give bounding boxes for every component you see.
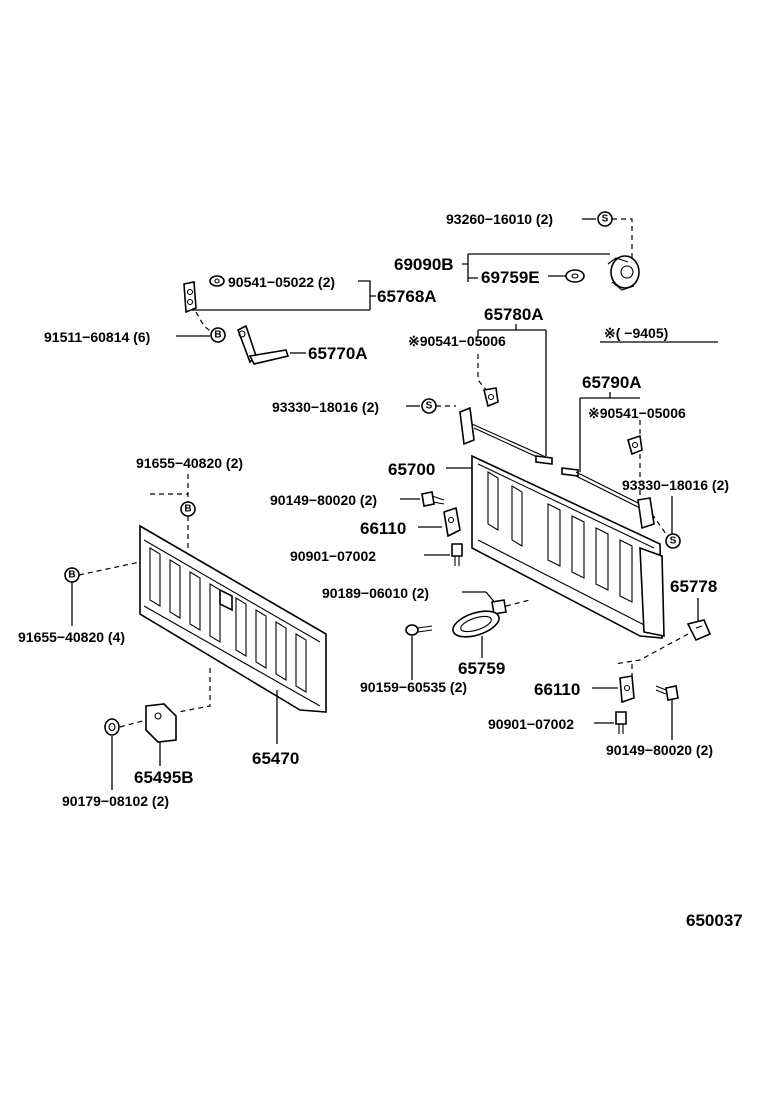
dashed-leader-90189 <box>505 599 531 607</box>
label-90541-05006-b: ※90541−05006 <box>588 405 686 421</box>
dashed-leader-65495B <box>177 668 211 713</box>
label-90541-05006-a: ※90541−05006 <box>408 333 506 349</box>
label-69090B: 69090B <box>394 255 454 274</box>
label-90901-07002-a: 90901−07002 <box>290 548 376 564</box>
hinge-fasteners-upper: 90149−80020 (2) 66110 90901−07002 <box>270 491 463 566</box>
label-91511-60814: 91511−60814 (6) <box>44 329 150 345</box>
s-marker-b-icon <box>665 533 681 549</box>
dashed-leader-90179 <box>119 719 147 728</box>
clip-90189-icon <box>491 599 507 615</box>
nut-90179-icon <box>104 718 120 736</box>
bezel-65759-icon <box>452 610 500 638</box>
tailgate-edges <box>477 463 655 631</box>
label-65759: 65759 <box>458 659 505 678</box>
label-65790A: 65790A <box>582 373 642 392</box>
label-69759E: 69759E <box>481 268 540 287</box>
b-marker-text: B <box>214 330 221 341</box>
washer-69759E-icon <box>565 269 585 283</box>
lock-assembly-icon <box>607 255 640 291</box>
bracket-65780A <box>478 324 547 456</box>
lock-group: 93260−16010 (2) S 69090B 69759E <box>394 211 640 291</box>
note-9405: ※( −9405) <box>604 325 668 341</box>
label-90149-80020-a: 90149−80020 (2) <box>270 492 377 508</box>
label-90149-80020-b: 90149−80020 (2) <box>606 742 713 758</box>
label-66110-a: 66110 <box>360 519 406 538</box>
s-marker-a-text: S <box>426 401 433 412</box>
tailgate-ribs <box>487 471 633 603</box>
b-marker-left-text: B <box>68 570 75 581</box>
label-65778: 65778 <box>670 577 717 596</box>
label-65780A: 65780A <box>484 305 544 324</box>
bracket-69090B <box>462 253 610 282</box>
bracket-65495B-icon <box>145 703 177 743</box>
label-90541-05022: 90541−05022 (2) <box>228 274 335 290</box>
label-65768A: 65768A <box>377 287 437 306</box>
dashed-leader-93330-b <box>651 513 667 535</box>
b-marker-icon <box>210 327 226 343</box>
bolt-90149-b-icon <box>655 685 679 701</box>
label-66110-b: 66110 <box>534 680 580 699</box>
bracket-65778-icon <box>686 619 712 642</box>
link-group: 90541−05022 (2) 65768A 91511−60814 (6) B… <box>44 274 437 365</box>
bolt-90901-b-icon <box>615 711 627 734</box>
rod-65770A-icon <box>236 324 290 365</box>
dashed-leader-91655-left <box>78 561 141 576</box>
screw-90159-icon <box>405 624 433 636</box>
label-65470: 65470 <box>252 749 299 768</box>
label-90179-08102: 90179−08102 (2) <box>62 793 169 809</box>
cable-group: 65780A ※90541−05006 ※( −9405) 93330−1801… <box>272 305 729 549</box>
bracket-65495B-group: 65495B 90179−08102 (2) <box>62 668 211 809</box>
label-93260-16010: 93260−16010 (2) <box>446 211 553 227</box>
label-65495B: 65495B <box>134 768 194 787</box>
label-91655-40820-top: 91655−40820 (2) <box>136 455 243 471</box>
label-90901-07002-b: 90901−07002 <box>488 716 574 732</box>
s-marker-b-text: S <box>670 536 677 547</box>
label-65770A: 65770A <box>308 344 368 363</box>
catalog-number: 650037 <box>686 911 743 930</box>
panel-edges <box>143 539 321 707</box>
label-93330-18016-b: 93330−18016 (2) <box>622 477 729 493</box>
label-93330-18016-a: 93330−18016 (2) <box>272 399 379 415</box>
panel-65470: 91655−40820 (2) B B 91655−40820 (4) 6547… <box>18 455 327 768</box>
lower-right-fasteners: 90189−06010 (2) 65759 90159−60535 (2) 65… <box>322 577 717 758</box>
bracket-65790A <box>579 392 640 472</box>
dashed-leader-65778 <box>613 633 689 665</box>
s-marker-text: S <box>602 214 609 225</box>
bolt-90901-a-icon <box>451 543 463 566</box>
tailgate-end-cap <box>639 546 665 637</box>
hinge-bracket-65768A-icon <box>183 281 215 335</box>
tailgate-65700: 65700 <box>388 454 665 639</box>
hinge-66110-a-icon <box>443 506 461 538</box>
clip-90541-05006-b-icon <box>627 434 643 456</box>
label-90189-06010: 90189−06010 (2) <box>322 585 429 601</box>
dashed-leader-lock <box>612 218 633 262</box>
dashed-leader-91655-top-2 <box>150 493 189 550</box>
panel-latch-slot <box>219 588 233 612</box>
panel-ribs <box>149 547 307 693</box>
dashed-leader-90541-a <box>477 354 489 393</box>
nut-90541-05022-icon <box>209 275 225 287</box>
tailgate-outer-panel <box>471 454 663 639</box>
label-65700: 65700 <box>388 460 435 479</box>
label-91655-40820-left: 91655−40820 (4) <box>18 629 125 645</box>
hinge-66110-b-icon <box>619 675 635 704</box>
bracket-65768A <box>358 280 376 310</box>
panel-outer <box>139 524 327 713</box>
bolt-90149-a-icon <box>421 491 445 507</box>
clip-90541-05006-a-icon <box>483 387 499 408</box>
cable-65790A-icon <box>561 467 655 530</box>
b-marker-top-text: B <box>184 504 191 515</box>
cable-65780A-icon <box>459 406 553 465</box>
label-90159-60535: 90159−60535 (2) <box>360 679 467 695</box>
